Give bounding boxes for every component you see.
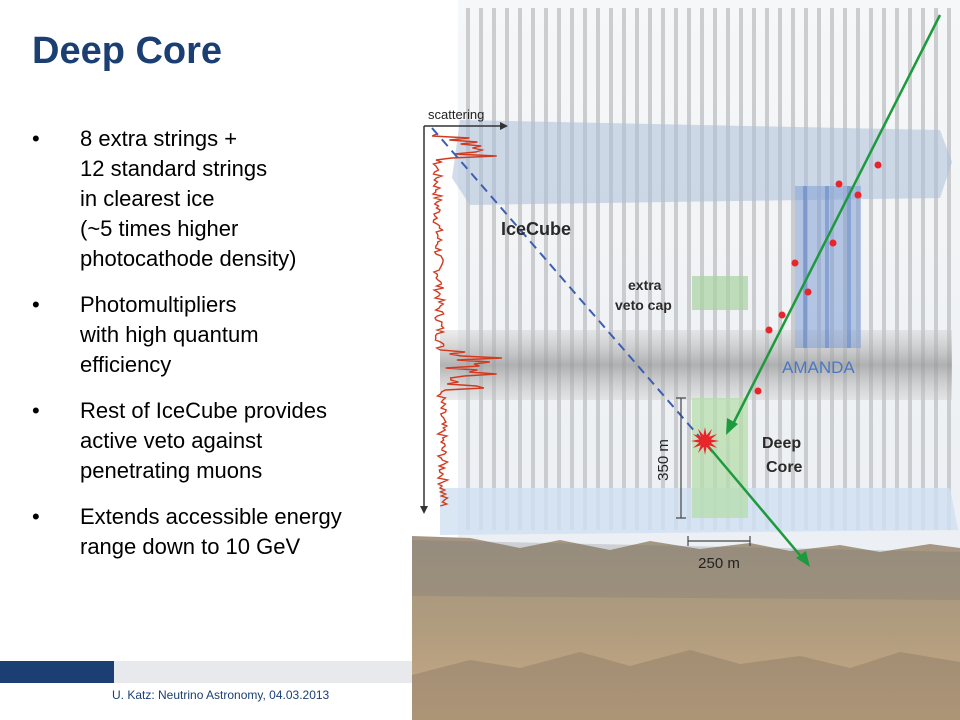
scattered-light-path xyxy=(431,127,704,442)
bullet-symbol: • xyxy=(32,504,40,529)
scattering-profile xyxy=(431,131,502,507)
ice-layer-upper xyxy=(452,120,952,205)
bedrock xyxy=(412,536,960,720)
outgoing-track xyxy=(707,445,805,561)
hit-dot xyxy=(765,326,773,334)
outgoing-track-arrowhead xyxy=(796,551,810,567)
bullet-item: • Photomultipliers with high quantum effi… xyxy=(32,290,412,380)
interaction-star xyxy=(691,427,719,455)
hit-dot xyxy=(874,161,882,169)
deep-core-region xyxy=(692,398,748,518)
slide-title: Deep Core xyxy=(32,30,223,72)
bullet-symbol: • xyxy=(32,292,40,317)
hit-dot xyxy=(754,387,762,395)
dimension-250-label: 250 m xyxy=(698,555,740,572)
hit-dot xyxy=(835,180,843,188)
scattering-axis-arrow-down xyxy=(420,506,428,514)
bedrock-ridge xyxy=(412,650,960,720)
hit-dot xyxy=(791,259,799,267)
bullet-item: • 8 extra strings + 12 standard strings i… xyxy=(32,124,412,274)
bullet-item: • Rest of IceCube provides active veto ag… xyxy=(32,396,412,486)
footer-bar xyxy=(114,661,412,683)
footer-text: U. Katz: Neutrino Astronomy, 04.03.2013 xyxy=(112,688,330,702)
hit-dot xyxy=(804,288,812,296)
bullet-item: • Extends accessible energy range down to… xyxy=(32,502,412,562)
bullet-symbol: • xyxy=(32,398,40,423)
bullet-text: Photomultipliers with high quantum effic… xyxy=(80,292,259,377)
deep-core-label-line2: Core xyxy=(766,459,803,476)
dust-layer xyxy=(440,330,952,400)
amanda-label: AMANDA xyxy=(782,358,855,377)
veto-cap xyxy=(692,276,748,310)
hit-dot xyxy=(778,311,786,319)
scattering-label: scattering xyxy=(428,107,484,122)
bullet-text: 8 extra strings + 12 standard strings in… xyxy=(80,126,297,271)
bullet-symbol: • xyxy=(32,126,40,151)
bedrock-shadow xyxy=(412,540,960,600)
hit-dots xyxy=(754,161,882,395)
deep-core-label-line1: Deep xyxy=(762,435,801,452)
bullet-text: Extends accessible energy range down to … xyxy=(80,504,342,559)
icecube-diagram: scattering 350 m 250 m IceCube extra vet… xyxy=(412,0,960,720)
hit-dot xyxy=(829,239,837,247)
veto-cap-label-line1: extra xyxy=(628,277,662,293)
muon-track xyxy=(729,14,942,429)
icecube-label: IceCube xyxy=(501,219,571,239)
bullet-list: • 8 extra strings + 12 standard strings i… xyxy=(32,124,412,578)
hit-dot xyxy=(854,191,862,199)
veto-cap-label-line2: veto cap xyxy=(615,297,672,313)
scattering-axis-arrow xyxy=(500,122,508,130)
dimension-350-label: 350 m xyxy=(655,439,672,481)
bullet-text: Rest of IceCube provides active veto aga… xyxy=(80,398,328,483)
muon-track-arrowhead xyxy=(726,418,738,435)
footer-accent-bar xyxy=(0,661,114,683)
